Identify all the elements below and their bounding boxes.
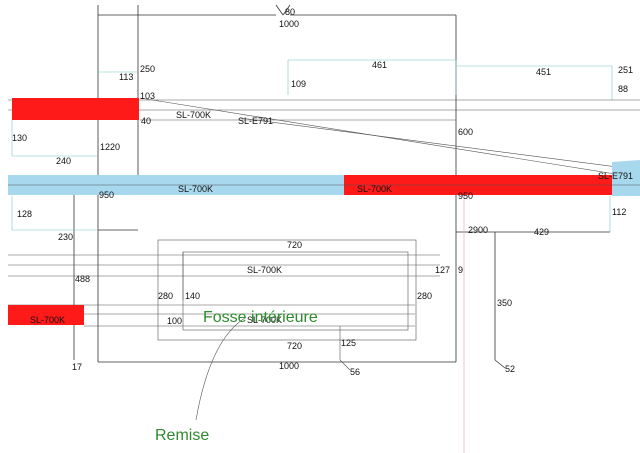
guide-130 — [11, 120, 98, 157]
tracks — [8, 97, 640, 327]
dim-9: 9 — [458, 265, 463, 275]
track-blocks — [8, 98, 640, 325]
dim-251: 251 — [618, 65, 633, 75]
dim-720-top: 720 — [287, 240, 302, 250]
label-top-sle791: SL-E791 — [238, 116, 273, 126]
red-block-bottom-left — [8, 305, 84, 325]
dim-600: 600 — [458, 127, 473, 137]
dim-1220: 1220 — [100, 142, 120, 152]
dim-112: 112 — [612, 207, 626, 217]
label-pit-sl700k-lower: SL-700K — [247, 315, 282, 325]
dim-127: 127 — [435, 265, 450, 275]
label-mid-sl700k-red: SL-700K — [357, 184, 392, 194]
dim-429: 429 — [534, 227, 549, 237]
dim-128: 128 — [17, 209, 32, 219]
dim-103: 103 — [140, 91, 155, 101]
dim-130: 130 — [12, 133, 27, 143]
dim-113: 113 — [119, 72, 133, 82]
dim-125: 125 — [341, 338, 356, 348]
label-mid-sle791: SL-E791 — [598, 171, 633, 181]
wall-right-post-tick — [494, 359, 506, 369]
dim-80: 80 — [285, 7, 295, 17]
label-top-sl700k: SL-700K — [176, 110, 211, 120]
dim-350: 350 — [497, 298, 512, 308]
dim-1000-bottom: 1000 — [279, 361, 299, 371]
dim-88: 88 — [618, 84, 628, 94]
dim-950-left: 950 — [99, 190, 114, 200]
dim-280-right: 280 — [417, 291, 432, 301]
track-diagonal-turnout-b — [239, 117, 640, 171]
label-remise: Remise — [155, 427, 209, 444]
guide-461 — [288, 59, 457, 95]
dim-40: 40 — [141, 116, 151, 126]
dim-280-left: 280 — [158, 291, 173, 301]
guide-lines — [11, 59, 613, 232]
fosse-drop-tick — [339, 359, 351, 371]
guide-128 — [11, 196, 98, 231]
dim-250: 250 — [140, 64, 155, 74]
dim-100: 100 — [167, 316, 182, 326]
label-pit-sl700k: SL-700K — [247, 265, 282, 275]
dim-230: 230 — [58, 232, 73, 242]
dimensions: 80 1000 461 451 251 88 250 113 109 103 4… — [12, 7, 633, 377]
dim-461: 461 — [372, 60, 387, 70]
label-left-sl700k: SL-700K — [30, 315, 65, 325]
track-diagonal-turnout — [139, 97, 640, 179]
dim-56: 56 — [350, 367, 360, 377]
label-mid-sl700k-blue: SL-700K — [178, 184, 213, 194]
dim-140: 140 — [185, 291, 200, 301]
fosse-outline — [157, 239, 417, 341]
wall-top-notch-b — [282, 4, 291, 16]
dim-240: 240 — [56, 156, 71, 166]
track-labels: SL-700K SL-E791 SL-700K SL-700K SL-E791 … — [30, 110, 633, 325]
dim-1000-top: 1000 — [279, 19, 299, 29]
dim-451: 451 — [536, 67, 551, 77]
dim-17: 17 — [72, 362, 82, 372]
fosse-pit — [157, 239, 417, 421]
dim-52: 52 — [505, 364, 515, 374]
dim-950-right: 950 — [458, 191, 473, 201]
blue-block-right-end — [612, 160, 640, 196]
guide-451 — [456, 65, 613, 100]
dim-720-bottom: 720 — [287, 341, 302, 351]
remise-leader — [195, 317, 246, 421]
dim-109: 109 — [291, 79, 306, 89]
dim-488: 488 — [75, 274, 90, 284]
dim-2900: 2900 — [468, 225, 488, 235]
red-block-top-left — [12, 98, 139, 120]
label-fosse: Fosse intérieure — [203, 309, 318, 326]
wall-top-notch-a — [275, 4, 284, 16]
